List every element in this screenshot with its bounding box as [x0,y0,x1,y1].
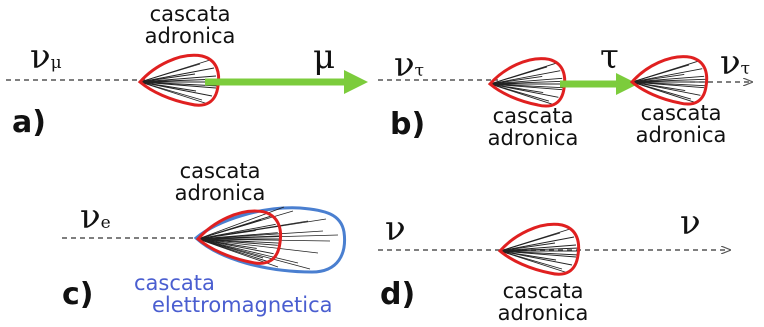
shower-envelope [629,55,709,106]
shower-track [499,242,556,252]
shower-track [197,232,278,240]
em-track [197,206,285,240]
panel-tag-b: b) [390,107,426,142]
shower-track [197,238,281,244]
shower-track [489,83,544,93]
shower-track [499,244,577,252]
panel-tag-d: d) [380,277,416,312]
shower-track [197,219,262,240]
outgoing-neutrino-label-b: ντ [720,43,751,83]
panel-tag-a: a) [12,105,46,140]
incoming-neutrino-label-d: ν [385,209,406,249]
shower-track [197,230,256,240]
shower-track [631,73,685,83]
shower-track [197,238,257,249]
shower-track [139,67,215,83]
tau-label: τ [600,37,619,77]
muon-label: μ [313,37,336,77]
shower-track [631,64,690,83]
shower-track [499,250,580,256]
shower-track [197,238,264,259]
panel-a [6,53,368,107]
panel-c [62,206,347,274]
shower-track [139,81,197,92]
incoming-neutrino-label-b: ντ [394,45,425,85]
shower-track [489,66,548,85]
incoming-neutrino-label-c: νe [80,197,111,237]
shower-envelope [487,57,567,108]
shower-track [489,80,567,85]
shower-track [499,250,563,270]
shower-track [197,235,283,240]
muon-track-arrow [205,70,368,94]
shower-envelope [497,222,581,276]
outgoing-neutrino-label-d: ν [680,203,701,243]
shower-track [139,81,203,101]
shower-track [499,236,575,252]
shower-track [197,223,276,240]
shower-track [631,81,708,87]
hadronic-shower-b1 [487,57,567,108]
shower-track [489,75,543,85]
hadronic-shower-d [497,222,581,276]
hadronic-shower-b2 [629,55,709,106]
shower-track [631,81,686,91]
panel-tag-c: c) [62,277,94,312]
shower-track [139,63,201,83]
shower-track [499,250,557,261]
panel-b [378,55,752,108]
shower-track [499,232,561,252]
tau-track-arrow [560,73,638,95]
shower-track [631,68,703,83]
shower-envelope [195,209,283,265]
shower-track [489,83,566,89]
shower-track [631,75,705,83]
shower-track [489,70,561,85]
shower-envelope [137,53,221,107]
panel-d [378,222,730,276]
hadronic-shower-c [195,209,283,265]
shower-track [139,73,196,83]
shower-track [499,247,581,252]
em-track [197,238,299,264]
em-track [197,238,319,254]
shower-track [489,77,563,85]
shower-track [489,83,550,102]
incoming-neutrino-label-a: νμ [30,37,62,77]
shower-track [631,81,692,100]
shower-track [139,75,217,83]
shower-track [631,78,709,83]
em-shower-tracks [197,206,339,270]
